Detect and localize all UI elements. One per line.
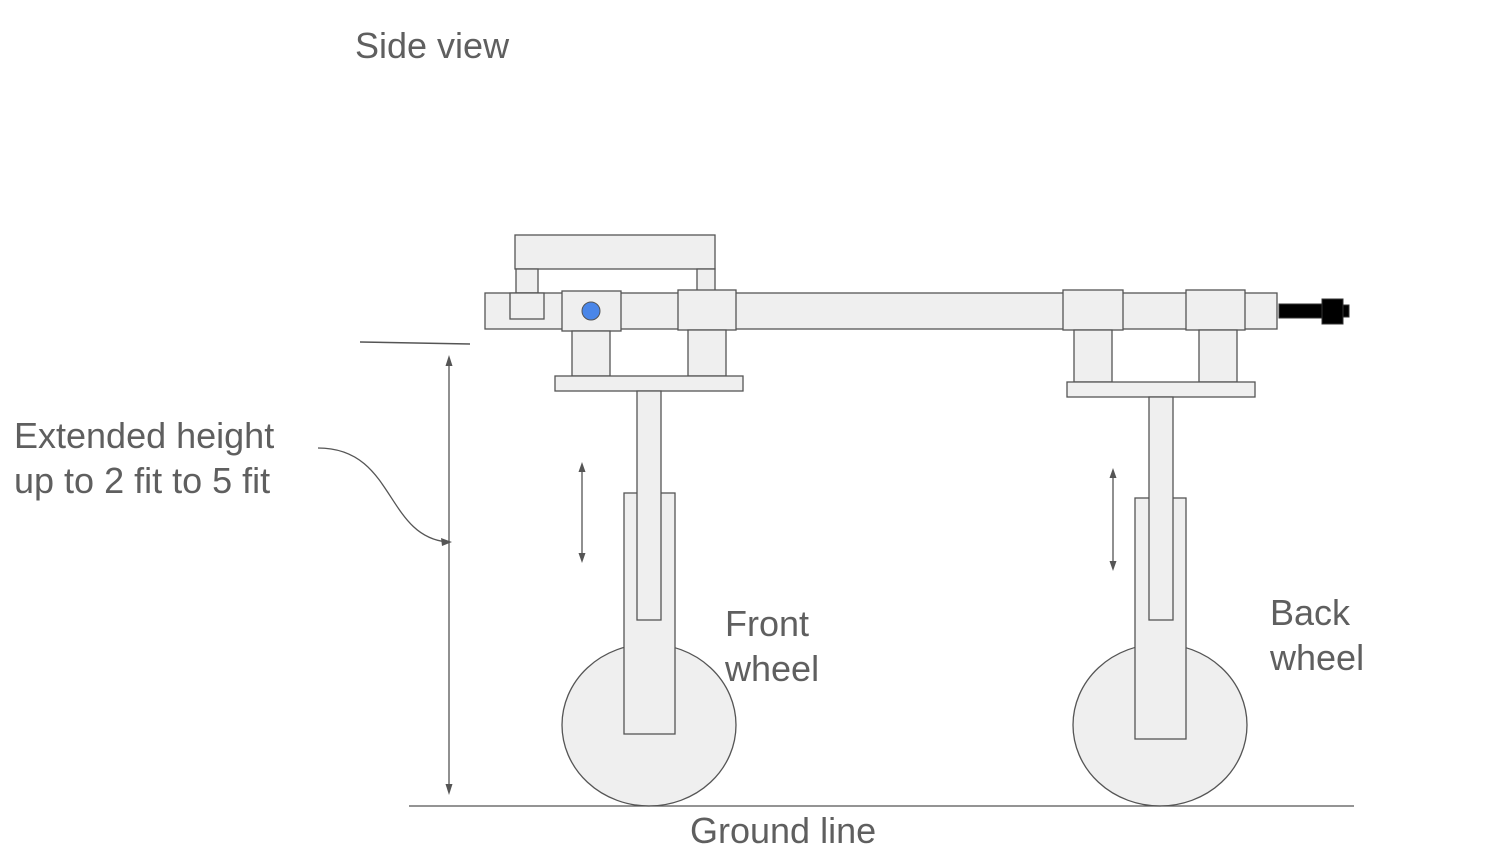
height-reference-line: [359, 341, 471, 345]
height-leader-line: [317, 447, 452, 546]
front-wheel-label-line1: Front: [725, 603, 810, 644]
handle-top-bar: [514, 234, 716, 270]
back-leg-left: [1073, 329, 1113, 383]
back-inner-tube: [1148, 396, 1174, 621]
cable-connector-icon: [1278, 298, 1350, 325]
ground-line-label: Ground line: [690, 810, 877, 851]
extended-height-label-line2: up to 2 fit to 5 fit: [14, 460, 271, 501]
back-wheel-label-line1: Back: [1270, 592, 1351, 633]
handle-socket: [509, 292, 545, 320]
back-motion-arrow: [1109, 468, 1117, 571]
front-motion-arrow: [578, 462, 586, 563]
height-dimension-arrow: [445, 355, 453, 795]
handle-left-post: [515, 268, 539, 294]
back-wheel-label-line2: wheel: [1270, 637, 1365, 678]
blue-pin-icon: [581, 301, 601, 321]
extended-height-label-line1: Extended height: [14, 415, 275, 456]
diagram-title: Side view: [355, 25, 510, 66]
back-plate: [1066, 381, 1256, 398]
front-leg-left: [571, 330, 611, 377]
back-clamp-left: [1062, 289, 1124, 331]
back-leg-right: [1198, 329, 1238, 383]
front-clamp-right: [677, 289, 737, 331]
front-plate: [554, 375, 744, 392]
back-clamp-right: [1185, 289, 1246, 331]
front-leg-right: [687, 329, 727, 377]
front-inner-tube: [636, 390, 662, 621]
front-wheel-label-line2: wheel: [725, 648, 820, 689]
